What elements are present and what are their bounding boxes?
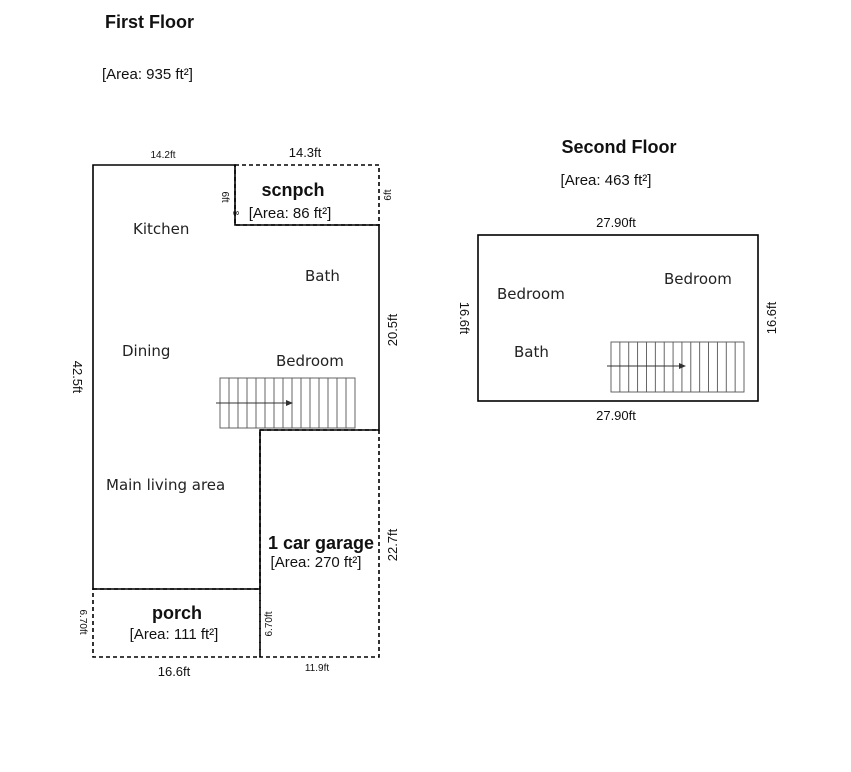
scnpch-area: [Area: 86 ft²]: [249, 205, 332, 222]
room-bedroom-right: Bedroom: [664, 270, 732, 288]
porch-area: [Area: 111 ft²]: [130, 626, 219, 643]
scnpch-name: scnpch: [261, 180, 324, 200]
first-floor-title: First Floor: [105, 12, 194, 32]
dim-scnpch-right: 6ft: [383, 189, 394, 200]
garage-area: [Area: 270 ft²]: [271, 554, 362, 571]
dim-second-top: 27.90ft: [596, 215, 636, 230]
dim-left: 42.5ft: [70, 361, 85, 394]
dim-top-left: 14.2ft: [150, 150, 175, 161]
garage-outline: [259, 429, 380, 658]
dim-bottom-right: 11.9ft: [305, 663, 329, 674]
room-dining: Dining: [122, 342, 170, 360]
garage-name: 1 car garage: [268, 533, 374, 553]
dim-second-bottom: 27.90ft: [596, 408, 636, 423]
dim-bottom-left: 16.6ft: [158, 664, 191, 679]
scnpch-outline: [234, 164, 380, 226]
dim-scnpch-left: 6ft: [219, 191, 230, 202]
first-floor-stairs: [216, 377, 356, 429]
dim-porch-right: 6.70ft: [264, 611, 275, 636]
second-floor-stairs: [607, 341, 745, 393]
room-bedroom: Bedroom: [276, 352, 344, 370]
second-floor-area: [Area: 463 ft²]: [561, 172, 652, 189]
first-floor-area: [Area: 935 ft²]: [102, 66, 193, 83]
dim-right-upper: 20.5ft: [385, 313, 400, 346]
dim-porch-left: 6.70ft: [77, 609, 88, 634]
room-bath-second: Bath: [514, 343, 549, 361]
room-kitchen: Kitchen: [133, 220, 189, 238]
dim-second-left: 16.6ft: [457, 302, 472, 335]
dim-right-lower: 22.7ft: [385, 528, 400, 561]
room-bedroom-left: Bedroom: [497, 285, 565, 303]
porch-outline: [92, 588, 261, 658]
porch-name: porch: [152, 603, 202, 623]
dim-top-right: 14.3ft: [289, 145, 322, 160]
room-main-living: Main living area: [106, 476, 225, 494]
room-bath: Bath: [305, 267, 340, 285]
second-floor-outline: [477, 234, 759, 402]
svg-text:8: 8: [231, 211, 240, 216]
dim-second-right: 16.6ft: [764, 301, 779, 334]
second-floor-title: Second Floor: [561, 137, 676, 157]
